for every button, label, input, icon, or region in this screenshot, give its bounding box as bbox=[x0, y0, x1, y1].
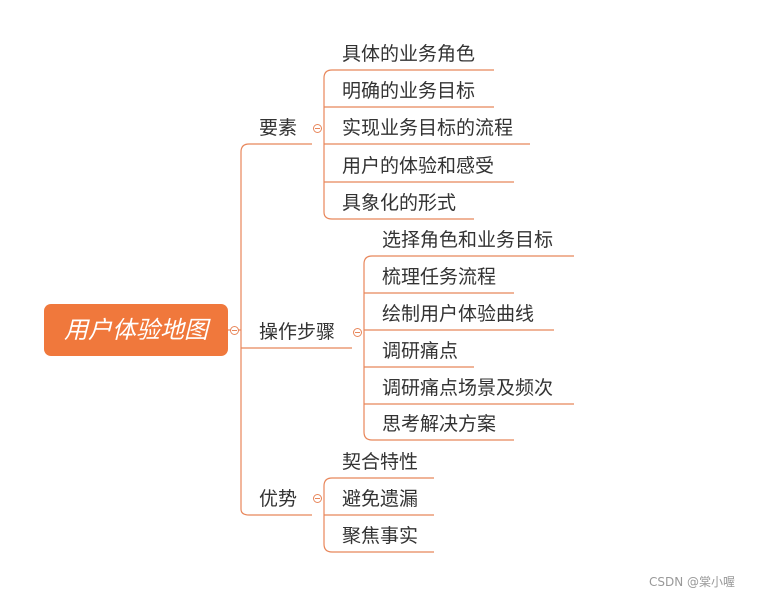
root-topic[interactable]: 用户体验地图 bbox=[44, 304, 228, 356]
branch-topic-steps[interactable]: 操作步骤 bbox=[259, 321, 336, 343]
branch-advantage-line bbox=[240, 508, 312, 516]
leaf-line bbox=[363, 255, 574, 265]
leaf-topic[interactable]: 调研痛点场景及频次 bbox=[382, 377, 554, 399]
leaf-line bbox=[323, 543, 434, 553]
collapse-toggle-icon[interactable] bbox=[353, 328, 362, 337]
branch-topic-yaosu[interactable]: 要素 bbox=[259, 117, 298, 139]
leaf-topic[interactable]: 具体的业务角色 bbox=[342, 43, 476, 65]
leaf-topic[interactable]: 梳理任务流程 bbox=[382, 266, 497, 288]
leaf-topic[interactable]: 绘制用户体验曲线 bbox=[382, 303, 535, 325]
leaf-line bbox=[323, 211, 474, 220]
leaf-topic[interactable]: 选择角色和业务目标 bbox=[382, 229, 554, 251]
leaf-topic[interactable]: 具象化的形式 bbox=[342, 192, 457, 214]
leaf-topic[interactable]: 明确的业务目标 bbox=[342, 80, 476, 102]
leaf-topic[interactable]: 思考解决方案 bbox=[382, 413, 497, 435]
collapse-toggle-icon[interactable] bbox=[313, 494, 322, 503]
branch-topic-advantage[interactable]: 优势 bbox=[259, 488, 298, 510]
collapse-toggle-icon[interactable] bbox=[313, 124, 322, 133]
leaf-topic[interactable]: 实现业务目标的流程 bbox=[342, 117, 514, 139]
leaf-line bbox=[323, 69, 494, 79]
leaf-topic[interactable]: 用户的体验和感受 bbox=[342, 155, 495, 177]
leaf-topic[interactable]: 契合特性 bbox=[342, 451, 419, 473]
watermark-text: CSDN @棠小喔 bbox=[649, 575, 736, 589]
branch-yaosu-line bbox=[240, 143, 312, 153]
leaf-topic[interactable]: 调研痛点 bbox=[382, 340, 459, 362]
leaf-topic[interactable]: 避免遗漏 bbox=[342, 488, 419, 510]
leaf-topic[interactable]: 聚焦事实 bbox=[342, 525, 419, 547]
leaf-line bbox=[323, 477, 434, 487]
collapse-toggle-icon[interactable] bbox=[230, 326, 239, 335]
leaf-line bbox=[363, 431, 514, 441]
